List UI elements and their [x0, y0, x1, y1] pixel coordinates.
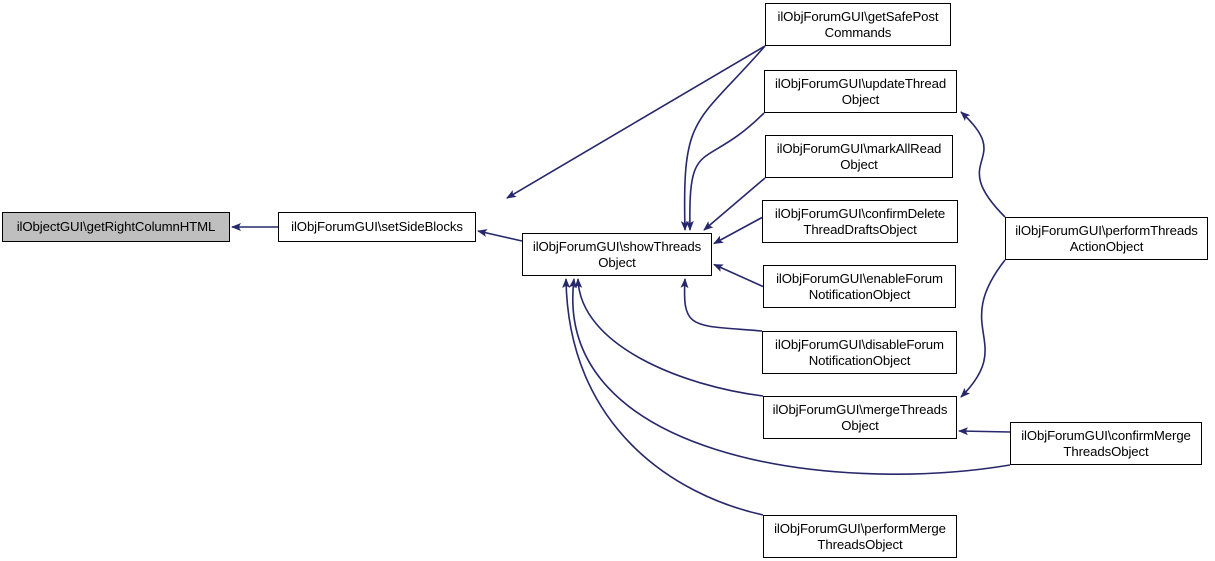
graph-node-label: ilObjForumGUI\performThreads ActionObjec… [1015, 223, 1198, 254]
graph-node-label: ilObjForumGUI\mergeThreads Object [772, 402, 948, 433]
edge-confirmMergeThreadsObject-to-mergeThreadsObject [958, 427, 1011, 436]
edge-showThreadsObject-to-setSideBlocks [477, 229, 523, 242]
edge-getSafePostCommands-to-setSideBlocks [506, 45, 766, 199]
graph-node-label: ilObjectGUI\getRightColumnHTML [16, 219, 216, 235]
graph-node-setSideBlocks[interactable]: ilObjForumGUI\setSideBlocks [278, 212, 476, 242]
edge-performMergeThreadsObject-to-showThreadsObject [562, 278, 764, 516]
graph-node-markAllReadObject[interactable]: ilObjForumGUI\markAllRead Object [765, 135, 953, 178]
edge-getSafePostCommands-to-showThreadsObject [680, 45, 766, 231]
edge-disableForumNotificationObject-to-showThreadsObject [680, 278, 763, 332]
edge-mergeThreadsObject-to-showThreadsObject [574, 278, 764, 397]
graph-node-label: ilObjForumGUI\performMerge ThreadsObject [774, 521, 946, 552]
graph-node-confirmMergeThreadsObject[interactable]: ilObjForumGUI\confirmMerge ThreadsObject [1010, 422, 1202, 465]
graph-node-getRightColumnHTML[interactable]: ilObjectGUI\getRightColumnHTML [2, 212, 230, 242]
edge-enableForumNotificationObject-to-showThreadsObject [713, 263, 764, 288]
graph-node-label: ilObjForumGUI\updateThread Object [774, 76, 947, 107]
graph-node-label: ilObjForumGUI\setSideBlocks [291, 219, 463, 235]
graph-node-label: ilObjForumGUI\showThreads Object [532, 239, 702, 270]
graph-node-disableForumNotificationObject[interactable]: ilObjForumGUI\disableForum NotificationO… [762, 331, 957, 374]
edge-performThreadsActionObject-to-mergeThreadsObject [960, 259, 1006, 398]
edge-confirmDeleteThreadDraftsObject-to-showThreadsObject [713, 216, 763, 245]
graph-node-performThreadsActionObject[interactable]: ilObjForumGUI\performThreads ActionObjec… [1005, 217, 1208, 260]
graph-node-showThreadsObject[interactable]: ilObjForumGUI\showThreads Object [522, 233, 712, 276]
edge-markAllReadObject-to-showThreadsObject [703, 177, 766, 231]
graph-node-mergeThreadsObject[interactable]: ilObjForumGUI\mergeThreads Object [763, 396, 957, 439]
graph-node-getSafePostCommands[interactable]: ilObjForumGUI\getSafePost Commands [765, 3, 951, 46]
graph-node-label: ilObjForumGUI\confirmDelete ThreadDrafts… [774, 206, 946, 237]
graph-node-enableForumNotificationObject[interactable]: ilObjForumGUI\enableForum NotificationOb… [763, 265, 956, 308]
graph-node-updateThreadObject[interactable]: ilObjForumGUI\updateThread Object [764, 70, 957, 113]
graph-node-label: ilObjForumGUI\disableForum NotificationO… [775, 337, 944, 368]
graph-node-label: ilObjForumGUI\confirmMerge ThreadsObject [1021, 428, 1191, 459]
edge-confirmMergeThreadsObject-to-showThreadsObject [568, 278, 1011, 475]
graph-node-label: ilObjForumGUI\getSafePost Commands [777, 9, 939, 40]
graph-node-label: ilObjForumGUI\markAllRead Object [776, 141, 942, 172]
edge-updateThreadObject-to-showThreadsObject [685, 112, 765, 231]
graph-node-performMergeThreadsObject[interactable]: ilObjForumGUI\performMerge ThreadsObject [763, 515, 957, 558]
graph-node-confirmDeleteThreadDraftsObject[interactable]: ilObjForumGUI\confirmDelete ThreadDrafts… [762, 200, 958, 243]
graph-node-label: ilObjForumGUI\enableForum NotificationOb… [776, 271, 943, 302]
edge-performThreadsActionObject-to-updateThreadObject [960, 111, 1006, 218]
